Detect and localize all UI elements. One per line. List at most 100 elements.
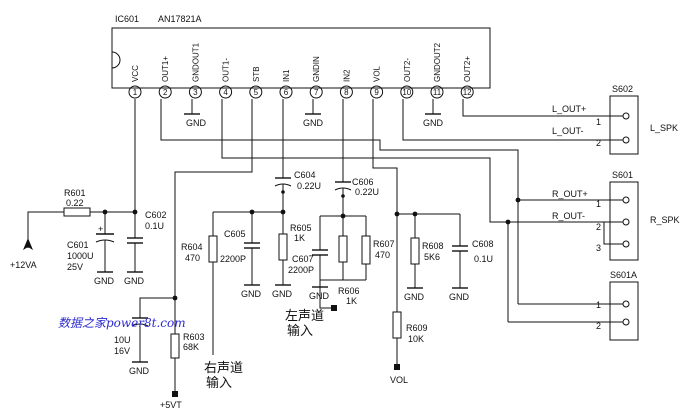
ic-pin-name: VCC [131,65,140,82]
in2-section: C606 0.22U GND C607 2200P R606 1K R607 4… [285,99,395,339]
ic-pin-circle [400,85,414,99]
c603-voltage: 16V [114,346,130,356]
ic-pin-circle [128,85,142,99]
ic-pin-number: 10 [402,88,411,97]
ic-body [111,27,491,89]
s602-label: L_SPK [650,123,678,133]
c604-value: 0.22U [297,181,321,191]
ic-pin-number: 1 [133,88,138,97]
ic-pin-name: GNDIN [312,56,321,82]
vol-label: VOL [390,375,408,385]
ic601: IC601 AN17821A 1VCC2OUT1+3GNDOUT14OUT1-5… [111,14,491,99]
output-wiring: L_OUT+ L_OUT- R_OUT+ R_OUT- [160,99,623,323]
connector-s601a: S601A 1 2 [596,270,639,341]
c605-ref: C605 [224,229,246,239]
c607-ref: C607 [292,254,314,264]
r608-ref: R608 [422,241,444,251]
gnd-label-r608: GND [404,292,425,302]
s601-label: R_SPK [650,215,680,225]
ic-pin-circle [309,85,323,99]
r607-ref: R607 [373,239,395,249]
c602-value: 0.1U [145,221,164,231]
ic-pin-number: 2 [163,88,168,97]
ic-pin-3: 3 GNDOUT1 [188,42,202,99]
ic-pin-circle [430,85,444,99]
ic-pin-10: 10 OUT2- [400,58,414,99]
net-l-out-plus: L_OUT+ [552,104,586,114]
r605-ref: R605 [290,223,312,233]
svg-text:+: + [98,224,103,234]
r606-ref: R606 [338,286,360,296]
ic-pin-circle [370,85,384,99]
stb-label: +5VT [160,400,182,410]
net-r-out-plus: R_OUT+ [552,189,588,199]
ic-ref: IC601 [115,14,139,24]
ic-pin-name: OUT1- [222,58,231,82]
ic-pin-number: 3 [193,88,198,97]
ic-pin-name: IN2 [342,69,351,82]
c606-value: 0.22U [355,187,379,197]
ic-pin-circle [279,85,293,99]
ic-pin-name: GNDOUT1 [191,42,200,82]
r601-ref: R601 [64,188,86,198]
gnd-label-r605: GND [272,289,293,299]
gnd-label-c603: GND [129,366,150,376]
ic-pin-8: 8 IN2 [339,69,353,99]
s601-pin1: 1 [596,199,601,209]
r605-value: 1K [294,233,305,243]
ic-pin-name: VOL [373,65,382,82]
connector-s601: S601 1 2 3 R_SPK [596,170,680,261]
s602-pin2: 2 [596,138,601,148]
c605-value: 2200P [220,254,246,264]
s601-ref: S601 [612,170,633,180]
ic-pin-number: 6 [284,88,289,97]
ic-pin-number: 11 [433,88,442,97]
r604-ref: R604 [181,242,203,252]
right-input-label-line2: 输入 [206,375,232,391]
ic-pin-1: 1 VCC [128,65,142,99]
net-l-out-minus: L_OUT- [552,126,584,136]
ic-pin-name: GNDOUT2 [433,42,442,82]
s601-pin3: 3 [596,243,601,253]
r606-value: 1K [346,296,357,306]
gnd-label-c607: GND [309,291,330,301]
s601a-pin1: 1 [596,300,601,310]
gnd-label-pin7: GND [303,118,324,128]
net-r-out-minus: R_OUT- [552,211,585,221]
stb-section: GND 10U 16V R603 68K +5VT [114,99,253,410]
c601-voltage: 25V [67,262,83,272]
left-input-label-line2: 输入 [287,323,313,339]
power-section: +12VA R601 0.22 + GND C601 1000U 25V GND… [10,99,167,286]
ic-pin-number: 7 [314,88,319,97]
ic-pin-11: 11 GNDOUT2 [430,42,444,99]
c604-ref: C604 [294,170,316,180]
c606-ref: C606 [352,177,374,187]
ic-pin-name: STB [252,66,261,82]
left-input-label-line1: 左声道 [285,309,324,324]
s602-ref: S602 [612,84,633,94]
ic-pin-circle [188,85,202,99]
vol-section: GND R608 5K6 GND C608 0.1U R609 10K VOL [372,99,494,385]
connector-s602: S602 1 2 L_SPK [596,84,678,155]
r604-value: 470 [185,253,200,263]
ic-pin-name: OUT2- [403,58,412,82]
ic-pin-circle [219,85,233,99]
r609-value: 10K [408,334,424,344]
s601a-pin2: 2 [596,321,601,331]
right-input-label-line1: 右声道 [204,361,243,376]
ic-grounds: GND GND GND [184,99,444,128]
ic-pin-7: 7 GNDIN [309,56,323,99]
s601-pin2: 2 [596,222,601,232]
ic-pin-number: 8 [344,88,349,97]
gnd-label-c605: GND [241,289,262,299]
c602-ref: C602 [145,210,167,220]
r601-value: 0.22 [66,198,84,208]
ic-pin-circle [249,85,263,99]
